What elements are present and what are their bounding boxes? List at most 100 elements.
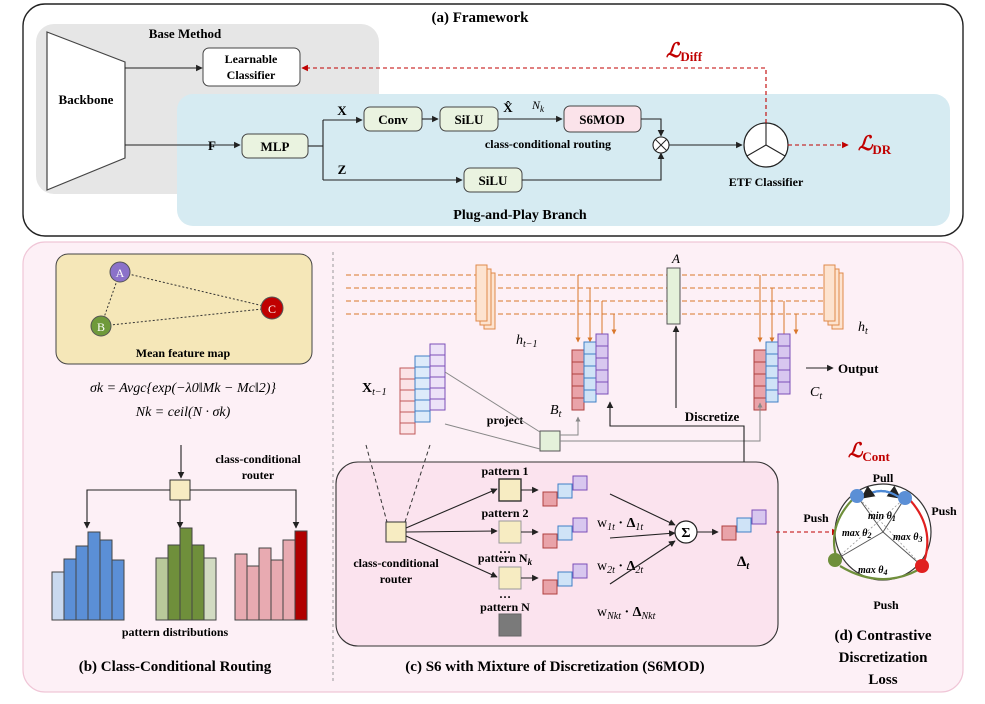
node-c (260, 296, 284, 320)
bt-block-cell-2-1 (595, 345, 609, 359)
mixture-router-label-1: class-conditional (353, 556, 439, 570)
bar-0-0 (51, 571, 65, 621)
x-cell-1-2 (414, 377, 431, 390)
h-t-label: ht (858, 320, 868, 337)
bar-2-2 (258, 547, 272, 621)
ct-block-cell-1-2 (765, 365, 779, 379)
bt-block-cell-1-4 (583, 389, 597, 403)
x-cell-0-5 (399, 422, 416, 435)
pattern-1-label: pattern 1 (482, 464, 529, 478)
equation-nk: Nk = ceil(N · σk) (135, 405, 231, 420)
ct-block-cell-1-4 (765, 389, 779, 403)
min-theta-1: min θ1 (868, 511, 896, 523)
bar-0-3 (87, 531, 101, 621)
silu2-label: SiLU (479, 173, 509, 188)
x-cell-0-3 (399, 400, 416, 413)
point-blue-2 (898, 491, 912, 505)
max-theta-4: max θ4 (858, 565, 887, 577)
pattern-dist-label: pattern distributions (122, 625, 229, 639)
x-cell-0-1 (399, 378, 416, 391)
push-bottom-label: Push (873, 598, 899, 612)
pattern-dots-low: … (499, 587, 511, 601)
x-cell-1-4 (414, 399, 431, 412)
loss-dr: ℒDR (858, 133, 892, 157)
mean-map-label: Mean feature map (136, 346, 231, 360)
loss-diff: ℒDiff (666, 40, 703, 64)
discretize-label: Discretize (685, 409, 740, 424)
x-cell-2-3 (429, 376, 446, 389)
sum-symbol: Σ (681, 526, 690, 541)
nk-label: Nk (531, 98, 545, 114)
delta-0-1 (557, 483, 573, 499)
routing-panel: A B C Mean feature map σk = Avgc{exp(−λ0… (51, 253, 313, 675)
ct-label: Ct (810, 385, 822, 402)
framework-title: (a) Framework (431, 10, 529, 26)
delta-0-2 (572, 475, 588, 491)
ct-block-cell-0-3 (753, 385, 767, 399)
delta-staircases (542, 475, 767, 595)
mixture-box (335, 461, 779, 647)
bar-1-3 (191, 544, 205, 621)
mixture-router-box (385, 521, 407, 543)
bt-block-cell-0-4 (571, 397, 585, 411)
bt-label: Bt (550, 403, 562, 420)
x-cell-1-1 (414, 366, 431, 379)
learnable-classifier-line1: Learnable (225, 52, 278, 66)
delta-2-2 (572, 563, 588, 579)
pattern-n-label: pattern N (480, 600, 530, 614)
delta-1-2 (572, 517, 588, 533)
x-cell-1-3 (414, 388, 431, 401)
delta-sum-2 (751, 509, 767, 525)
f-label: F (208, 138, 216, 153)
router-label-1: class-conditional (215, 452, 301, 466)
w1-term: w1t · Δ1t (597, 516, 643, 533)
node-c-label: C (268, 302, 276, 316)
point-red (915, 559, 929, 573)
x-cell-0-2 (399, 389, 416, 402)
mlp-label: MLP (261, 139, 290, 154)
pattern-2-label: pattern 2 (482, 506, 529, 520)
max-theta-2: max θ2 (842, 528, 871, 540)
ct-block-cell-0-1 (753, 361, 767, 375)
s6-panel: ht−1 ht A Bt Ct Output (335, 251, 879, 675)
ct-block-cell-1-0 (765, 341, 779, 355)
ct-block-cell-1-1 (765, 353, 779, 367)
routing-label: class-conditional routing (485, 137, 611, 151)
node-b (90, 315, 112, 337)
loss-cont: ℒCont (848, 440, 891, 464)
routing-caption: (b) Class-Conditional Routing (79, 659, 272, 675)
bt-block-cell-1-3 (583, 377, 597, 391)
w3-term: wNkt · ΔNkt (597, 605, 656, 622)
x-cell-1-0 (414, 355, 431, 368)
contrastive-caption-3: Loss (868, 672, 897, 688)
push-right-label: Push (931, 504, 957, 518)
backbone-label: Backbone (59, 92, 114, 107)
backbone-block (46, 31, 126, 191)
framework-panel: (a) Framework Base Method Plug-and-Play … (22, 3, 964, 237)
bar-1-0 (155, 557, 169, 621)
pattern-nk-box (498, 566, 522, 590)
bt-block-cell-2-0 (595, 333, 609, 347)
bt-block-cell-0-2 (571, 373, 585, 387)
point-green (828, 553, 842, 567)
x-label: X (337, 103, 347, 118)
project-label: project (487, 413, 523, 427)
bar-0-5 (111, 559, 125, 621)
pull-label: Pull (873, 471, 894, 485)
c-t-matrix (753, 333, 791, 411)
contrastive-panel: ℒCont Pull Push Push Push min θ1 max θ2 … (803, 440, 957, 688)
ct-block-cell-2-1 (777, 345, 791, 359)
delta-sum-1 (736, 517, 752, 533)
bt-block-cell-1-0 (583, 341, 597, 355)
z-label: Z (338, 162, 347, 177)
x-prev-label: Xt−1 (362, 381, 387, 398)
push-left-label: Push (803, 511, 829, 525)
bt-block-cell-0-3 (571, 385, 585, 399)
x-cell-1-5 (414, 410, 431, 423)
xhat-label: X̂ (503, 100, 513, 115)
ct-block-cell-2-2 (777, 357, 791, 371)
learnable-classifier-box (202, 47, 301, 87)
pattern-n-box (498, 613, 522, 637)
